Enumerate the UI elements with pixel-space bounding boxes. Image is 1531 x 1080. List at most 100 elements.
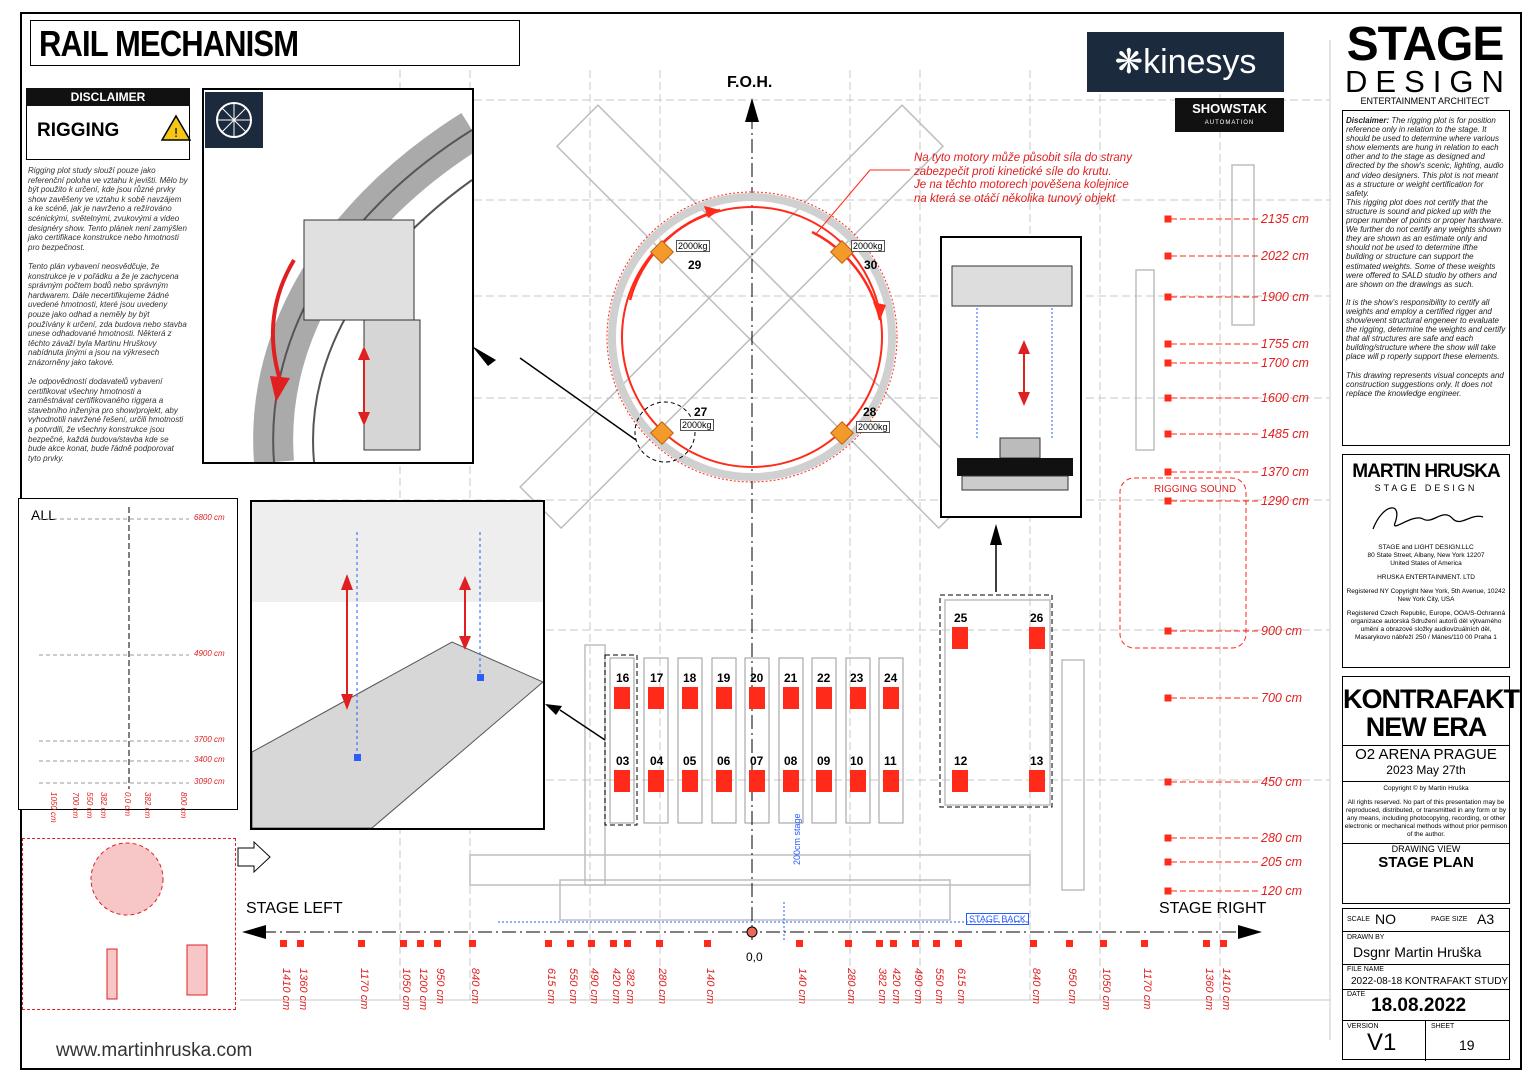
width-dimension: 1360 cm [297, 968, 309, 1011]
motor-number: 06 [717, 754, 731, 768]
motor-number: 11 [884, 754, 897, 768]
kinesys-badge-icon [205, 92, 263, 148]
author-box: MARTIN HRUSKA STAGE DESIGN STAGE and LIG… [1342, 454, 1510, 668]
rigging-sound-label: RIGGING SOUND [1154, 484, 1237, 495]
height-dimension: 1900 cm [1261, 290, 1309, 304]
motor-number: 08 [784, 754, 798, 768]
motor-number: 04 [650, 754, 664, 768]
width-dimension: 1170 cm [1141, 968, 1153, 1010]
motor-number: 10 [850, 754, 864, 768]
motor-number: 20 [750, 671, 764, 685]
width-dimension: 140 cm [796, 968, 808, 1005]
width-dimension: 1360 cm [1203, 968, 1215, 1011]
sheet-info-box: SCALE NO PAGE SIZE A3 DRAWN BY Dsgnr Mar… [1342, 908, 1510, 1061]
height-dimension: 1600 cm [1261, 391, 1309, 405]
width-dimension: 550 cm [567, 968, 579, 1005]
weight-label: 2000kg [856, 421, 890, 433]
english-disclaimer: Disclaimer: The rigging plot is for posi… [1346, 116, 1506, 398]
motor-number: 16 [616, 671, 630, 685]
motor-number: 24 [884, 671, 898, 685]
height-dimension: 1290 cm [1261, 494, 1309, 508]
kinesys-logo-icon: ❋ [1114, 43, 1144, 81]
width-dimension: 950 cm [1066, 968, 1078, 1005]
height-dimension: 2022 cm [1261, 249, 1309, 263]
motor-number: 12 [954, 754, 968, 768]
width-dimension: 840 cm [469, 968, 481, 1005]
width-dimension: 490 cm [912, 968, 924, 1005]
motor-number: 17 [650, 671, 664, 685]
width-dimension: 950 cm [434, 968, 446, 1005]
stage-left-label: STAGE LEFT [246, 900, 343, 917]
motor-number: 25 [954, 611, 968, 625]
width-dimension: 382 cm [624, 968, 636, 1005]
motor-number: 23 [850, 671, 864, 685]
width-dimension: 1410 cm [1220, 968, 1232, 1011]
disclaimer-heading: DISCLAIMER [26, 88, 190, 106]
width-dimension: 1050 cm [1100, 968, 1112, 1011]
mini-plan-axes [39, 507, 189, 789]
height-dimension: 1700 cm [1261, 356, 1309, 370]
width-dimension: 140 cm [704, 968, 716, 1005]
motor-number: 26 [1030, 611, 1044, 625]
grid-illustration [251, 502, 544, 829]
website-url[interactable]: www.martinhruska.com [56, 1040, 253, 1061]
weight-label: 2000kg [851, 240, 885, 252]
height-dimension: 450 cm [1261, 775, 1302, 789]
stage-front-label: 200cm stage [792, 813, 802, 865]
lift-illustration [951, 265, 1073, 491]
width-dimension: 1200 cm [417, 968, 429, 1011]
stage-right-label: STAGE RIGHT [1159, 900, 1267, 917]
disclaimer-text: Rigging plot study slouží pouze jako ref… [28, 166, 188, 463]
origin-label: 0,0 [746, 950, 763, 964]
mini-overview-map [22, 838, 236, 1010]
width-dimension: 420 cm [890, 968, 902, 1005]
project-box: KONTRAFAKT NEW ERA O2 ARENA PRAGUE 2023 … [1342, 676, 1520, 904]
rigging-badge: RIGGING ! [26, 106, 191, 160]
width-dimension: 550 cm [933, 968, 945, 1005]
height-dimension: 205 cm [1261, 855, 1302, 869]
kinesys-logo: ❋kinesys [1087, 32, 1284, 92]
height-dimension: 1755 cm [1261, 337, 1309, 351]
width-dimension: 420 cm [610, 968, 622, 1005]
detail-ring-truss-panel [202, 88, 483, 464]
stage-back-label: STAGE BACK [966, 913, 1029, 925]
width-dimension: 1050 cm [400, 968, 412, 1011]
disclaimer-box [1342, 110, 1510, 446]
motor-number: 28 [863, 405, 877, 419]
height-dimension: 280 cm [1261, 831, 1302, 845]
ring-truss-illustration [253, 113, 483, 464]
motor-number: 07 [750, 754, 764, 768]
width-dimension: 382 cm [876, 968, 888, 1005]
warning-icon: ! [161, 114, 191, 141]
motor-number: 22 [817, 671, 831, 685]
height-dimension: 2135 cm [1261, 212, 1309, 226]
mini-plan-panel: ALL 6800 cm 4900 cm 3700 cm 3400 cm 3090… [18, 498, 238, 810]
height-dimension: 1370 cm [1261, 465, 1309, 479]
expand-arrow-icon [237, 840, 271, 874]
motor-number: 09 [817, 754, 831, 768]
foh-label: F.O.H. [727, 74, 773, 91]
motor-number: 21 [784, 671, 798, 685]
svg-text:!: ! [174, 126, 179, 140]
height-dimension: 120 cm [1261, 884, 1302, 898]
width-dimension: 1170 cm [358, 968, 370, 1010]
motor-number: 19 [717, 671, 731, 685]
width-dimension: 1410 cm [280, 968, 292, 1011]
width-dimension: 280 cm [845, 968, 857, 1005]
motor-number: 13 [1030, 754, 1044, 768]
weight-label: 2000kg [676, 240, 710, 252]
weight-label: 2000kg [680, 419, 714, 431]
rigging-label: RIGGING [37, 120, 120, 141]
motor-warning-note: Na tyto motory může působit síla do stra… [914, 152, 1132, 205]
width-dimension: 615 cm [545, 968, 557, 1005]
detail-grid-panel [250, 500, 545, 830]
height-dimension: 900 cm [1261, 624, 1302, 638]
motor-number: 27 [694, 405, 708, 419]
width-dimension: 615 cm [955, 968, 967, 1005]
height-dimension: 700 cm [1261, 691, 1302, 705]
width-dimension: 490 cm [588, 968, 600, 1005]
motor-number: 29 [688, 258, 702, 272]
motor-number: 18 [683, 671, 697, 685]
